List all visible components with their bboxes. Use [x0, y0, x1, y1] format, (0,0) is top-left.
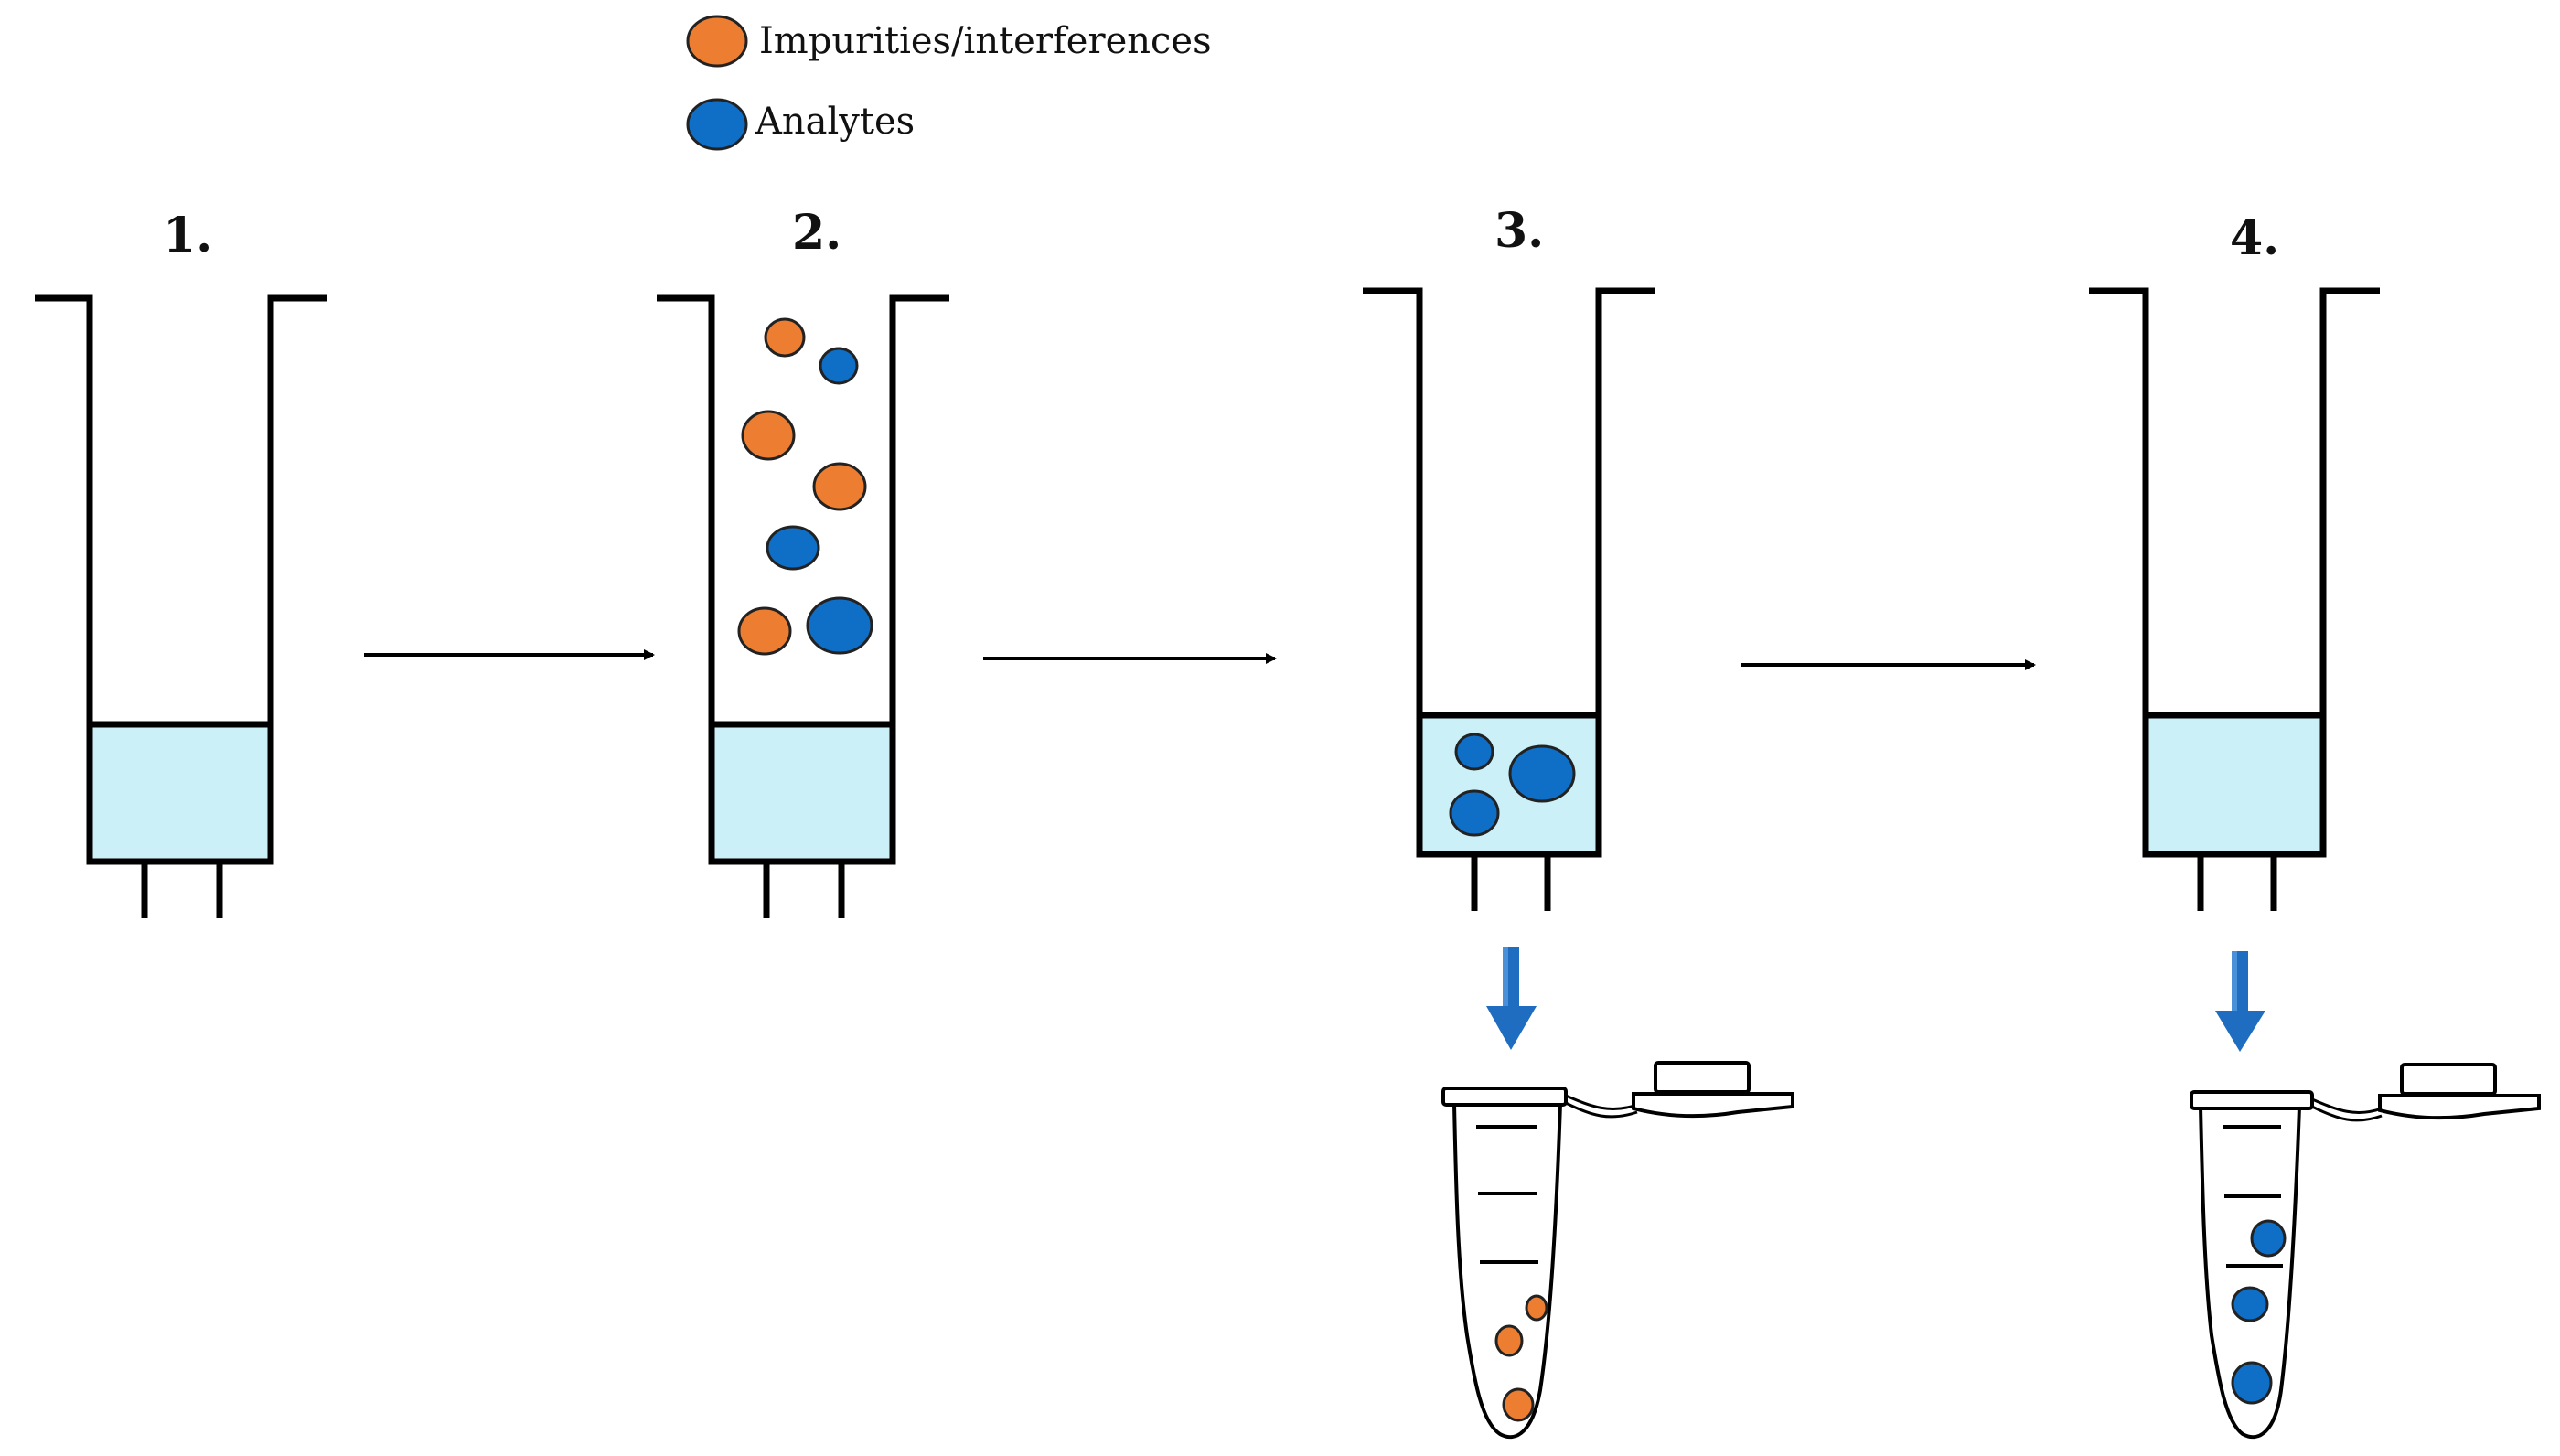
legend-impurity-icon: [686, 15, 748, 68]
impurity-particle: [1494, 1324, 1524, 1357]
sample-particles: [737, 317, 873, 656]
analyte-particle: [2231, 1286, 2269, 1322]
legend-analyte-icon: [686, 98, 748, 151]
sorbent-bed: [86, 721, 274, 865]
cartridge-2: [657, 294, 949, 918]
eluted-impurities: [1494, 1294, 1548, 1422]
analyte-particle: [1454, 733, 1494, 771]
legend-analytes-label: Analytes: [755, 101, 915, 143]
cartridge-4: [2089, 287, 2380, 911]
cartridge-1: [35, 294, 327, 918]
step-3-label: 3.: [1494, 203, 1544, 259]
analyte-particle: [1508, 744, 1576, 803]
retained-analytes: [1449, 733, 1576, 837]
analyte-particle: [1449, 789, 1500, 837]
impurity-particle: [1525, 1294, 1548, 1322]
sorbent-bed: [2142, 712, 2327, 858]
impurity-particle: [1502, 1387, 1535, 1422]
impurity-particle: [737, 606, 792, 656]
impurity-particle: [764, 317, 806, 358]
analyte-particle: [819, 347, 859, 385]
impurity-particle: [741, 410, 796, 461]
impurity-particle: [812, 462, 867, 511]
collection-tube-4: [2190, 1063, 2541, 1440]
analyte-particle: [766, 525, 820, 571]
analyte-particle: [806, 596, 873, 655]
cartridge-3: [1363, 287, 1655, 911]
step-2-label: 2.: [792, 205, 841, 261]
collection-tube-3: [1441, 1061, 1794, 1440]
eluted-analytes: [2231, 1219, 2287, 1405]
analyte-particle: [2231, 1361, 2273, 1405]
legend-impurities-label: Impurities/interferences: [759, 20, 1212, 62]
analyte-particle: [2250, 1219, 2287, 1258]
flow-arrow-down-icon: [1486, 947, 1537, 1050]
flow-arrow-down-icon: [2215, 951, 2265, 1052]
sorbent-bed: [708, 721, 896, 865]
legend: Impurities/interferences Analytes: [686, 15, 1212, 151]
step-1-label: 1.: [163, 208, 212, 263]
step-4-label: 4.: [2230, 210, 2279, 266]
